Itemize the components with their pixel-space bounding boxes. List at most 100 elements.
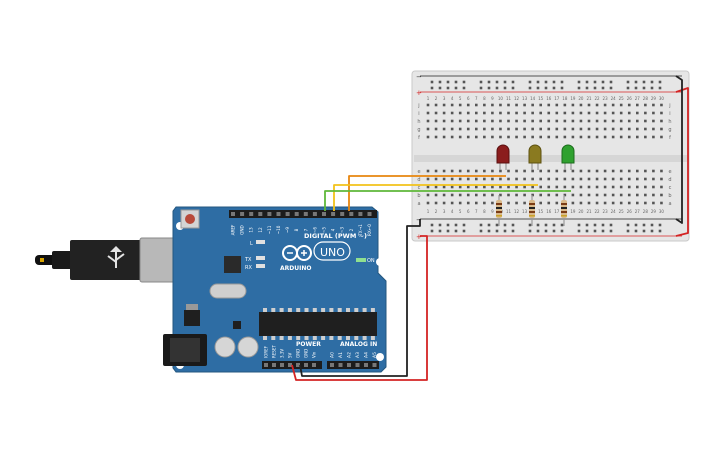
breadboard-hole[interactable] xyxy=(450,135,454,139)
breadboard-hole[interactable] xyxy=(547,201,551,205)
rail-hole[interactable] xyxy=(585,80,589,84)
rail-hole[interactable] xyxy=(438,80,442,84)
breadboard-hole[interactable] xyxy=(531,135,534,139)
wire-red-5v[interactable] xyxy=(291,235,428,381)
breadboard-hole[interactable] xyxy=(652,135,655,139)
rail-hole[interactable] xyxy=(528,223,532,227)
wire-green[interactable] xyxy=(324,190,571,211)
breadboard-hole[interactable] xyxy=(523,201,526,205)
breadboard-hole[interactable] xyxy=(499,111,502,115)
breadboard-hole[interactable] xyxy=(660,127,663,131)
breadboard-hole[interactable] xyxy=(660,103,663,107)
breadboard-hole[interactable] xyxy=(475,111,478,115)
breadboard-hole[interactable] xyxy=(571,111,575,115)
rail-hole[interactable] xyxy=(658,229,662,233)
breadboard-hole[interactable] xyxy=(595,119,599,123)
breadboard-hole[interactable] xyxy=(547,177,551,181)
rail-hole[interactable] xyxy=(446,223,450,227)
rail-hole[interactable] xyxy=(634,86,638,90)
breadboard-hole[interactable] xyxy=(652,119,655,123)
rail-hole[interactable] xyxy=(642,86,646,90)
rail-hole[interactable] xyxy=(593,80,597,84)
breadboard-hole[interactable] xyxy=(539,135,542,139)
rail-hole[interactable] xyxy=(528,86,532,90)
breadboard-hole[interactable] xyxy=(442,135,446,139)
breadboard-hole[interactable] xyxy=(652,111,655,115)
breadboard-hole[interactable] xyxy=(539,111,542,115)
breadboard-hole[interactable] xyxy=(644,119,647,123)
rail-hole[interactable] xyxy=(536,223,540,227)
breadboard-hole[interactable] xyxy=(507,103,510,107)
breadboard-hole[interactable] xyxy=(515,135,518,139)
breadboard-hole[interactable] xyxy=(619,201,623,205)
breadboard-hole[interactable] xyxy=(603,111,607,115)
breadboard-hole[interactable] xyxy=(507,135,510,139)
breadboard-hole[interactable] xyxy=(644,193,647,197)
breadboard-hole[interactable] xyxy=(426,169,430,173)
breadboard-hole[interactable] xyxy=(491,177,494,181)
breadboard-hole[interactable] xyxy=(434,201,438,205)
breadboard-hole[interactable] xyxy=(442,119,446,123)
breadboard-hole[interactable] xyxy=(627,103,631,107)
rail-hole[interactable] xyxy=(544,86,548,90)
breadboard-hole[interactable] xyxy=(475,193,478,197)
breadboard-hole[interactable] xyxy=(531,177,534,181)
breadboard-hole[interactable] xyxy=(644,169,647,173)
breadboard-hole[interactable] xyxy=(627,169,631,173)
breadboard-hole[interactable] xyxy=(450,119,454,123)
resistor[interactable] xyxy=(561,195,567,226)
rail-hole[interactable] xyxy=(479,229,483,233)
breadboard-hole[interactable] xyxy=(595,111,599,115)
breadboard-hole[interactable] xyxy=(499,135,502,139)
rail-hole[interactable] xyxy=(577,223,581,227)
breadboard-hole[interactable] xyxy=(619,185,623,189)
breadboard-hole[interactable] xyxy=(619,103,623,107)
breadboard-hole[interactable] xyxy=(547,119,551,123)
breadboard-hole[interactable] xyxy=(499,169,502,173)
breadboard-hole[interactable] xyxy=(531,193,534,197)
breadboard-hole[interactable] xyxy=(652,127,655,131)
breadboard-hole[interactable] xyxy=(595,193,599,197)
breadboard-hole[interactable] xyxy=(587,119,591,123)
breadboard-hole[interactable] xyxy=(426,111,430,115)
rail-hole[interactable] xyxy=(430,229,434,233)
breadboard-hole[interactable] xyxy=(507,127,510,131)
breadboard-hole[interactable] xyxy=(611,185,615,189)
breadboard-hole[interactable] xyxy=(603,177,607,181)
breadboard-hole[interactable] xyxy=(644,177,647,181)
analog-pin[interactable] xyxy=(364,363,368,367)
breadboard-hole[interactable] xyxy=(442,201,446,205)
breadboard-hole[interactable] xyxy=(531,185,534,189)
breadboard-hole[interactable] xyxy=(515,169,518,173)
breadboard-hole[interactable] xyxy=(523,193,526,197)
breadboard-hole[interactable] xyxy=(507,185,510,189)
breadboard-hole[interactable] xyxy=(579,135,583,139)
rail-hole[interactable] xyxy=(658,80,662,84)
rail-hole[interactable] xyxy=(577,86,581,90)
rail-hole[interactable] xyxy=(438,223,442,227)
breadboard-hole[interactable] xyxy=(483,177,486,181)
rail-hole[interactable] xyxy=(528,80,532,84)
rail-hole[interactable] xyxy=(626,86,630,90)
breadboard-hole[interactable] xyxy=(611,169,615,173)
breadboard-hole[interactable] xyxy=(595,201,599,205)
breadboard-hole[interactable] xyxy=(636,169,639,173)
breadboard-hole[interactable] xyxy=(475,103,478,107)
rail-hole[interactable] xyxy=(560,223,564,227)
digital-pin[interactable] xyxy=(331,212,336,216)
rail-hole[interactable] xyxy=(560,229,564,233)
breadboard-hole[interactable] xyxy=(644,103,647,107)
digital-pin[interactable] xyxy=(267,212,272,216)
yellow-led[interactable] xyxy=(528,144,542,170)
breadboard-hole[interactable] xyxy=(603,201,607,205)
breadboard-hole[interactable] xyxy=(547,103,551,107)
rail-hole[interactable] xyxy=(511,80,515,84)
breadboard-hole[interactable] xyxy=(611,135,615,139)
breadboard-hole[interactable] xyxy=(571,119,575,123)
breadboard-hole[interactable] xyxy=(491,119,494,123)
breadboard-hole[interactable] xyxy=(531,111,534,115)
breadboard-hole[interactable] xyxy=(660,185,663,189)
breadboard-hole[interactable] xyxy=(547,185,551,189)
breadboard-hole[interactable] xyxy=(603,127,607,131)
breadboard-hole[interactable] xyxy=(466,127,470,131)
